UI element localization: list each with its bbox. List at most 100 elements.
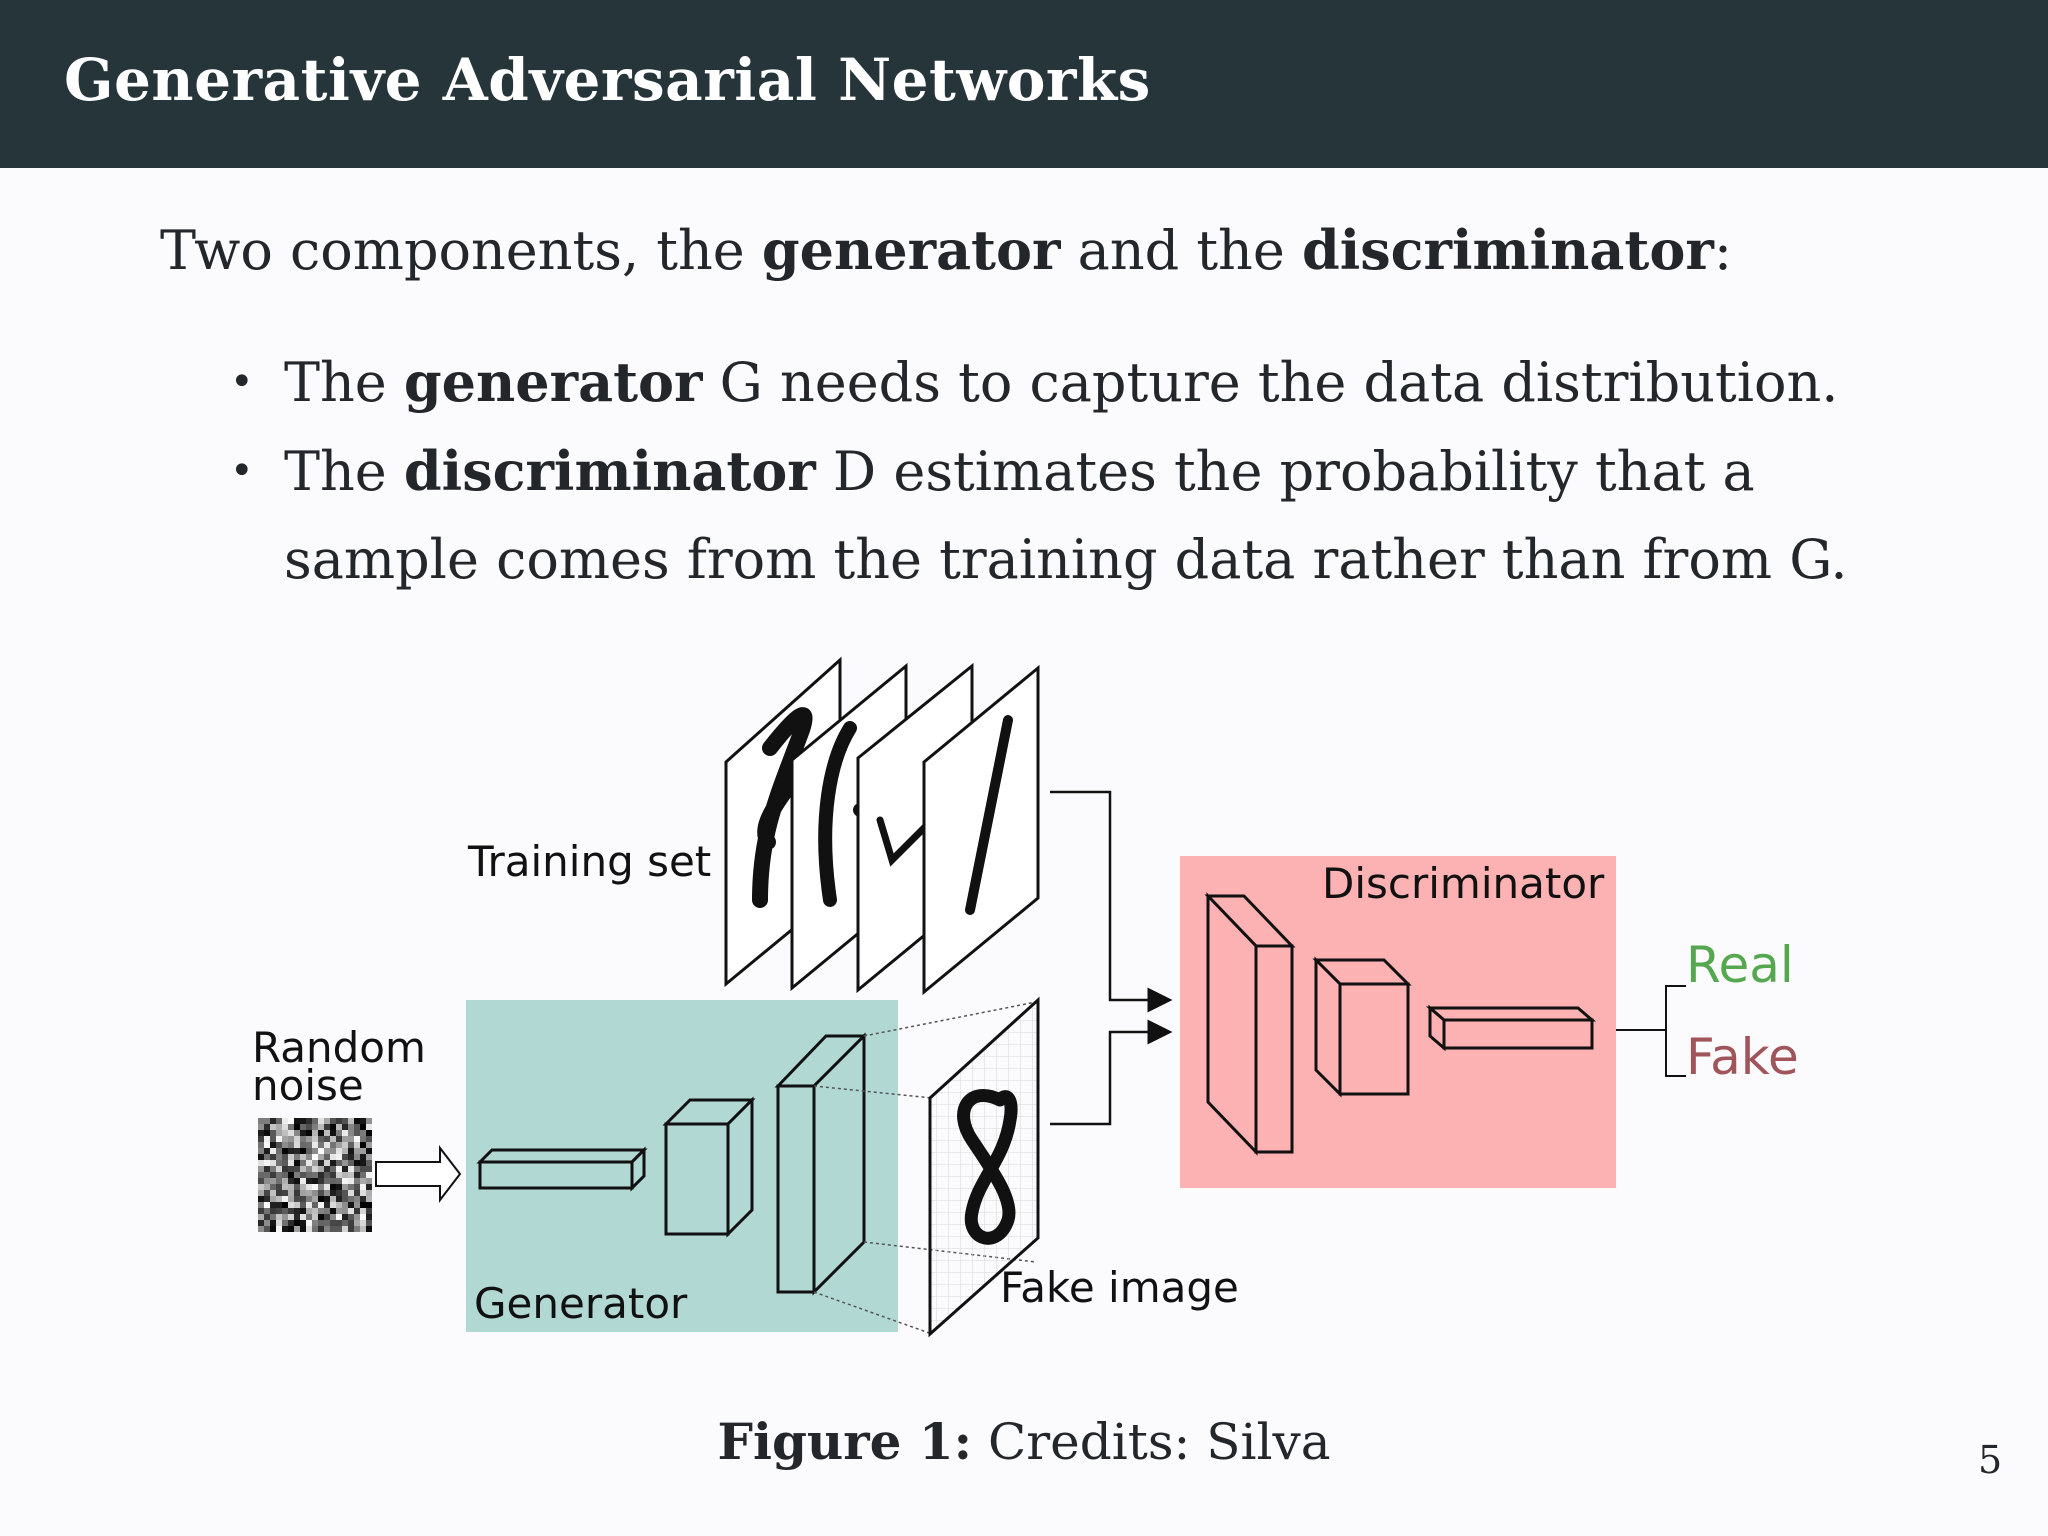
generator-layer-1: [476, 1146, 648, 1192]
intro-post: :: [1713, 219, 1733, 282]
noise-pixel: [342, 1136, 348, 1142]
noise-pixel: [342, 1226, 348, 1232]
noise-pixel: [258, 1208, 264, 1214]
noise-pixel: [360, 1118, 366, 1124]
noise-pixel: [354, 1142, 360, 1148]
noise-pixel: [366, 1172, 372, 1178]
noise-pixel: [324, 1202, 330, 1208]
fake-to-discriminator-arrow: [1050, 1019, 1173, 1126]
output-bracket: [1616, 985, 1686, 1077]
noise-pixel: [300, 1214, 306, 1220]
noise-pixel: [264, 1160, 270, 1166]
discriminator-layer-3: [1425, 1004, 1597, 1052]
noise-pixel: [264, 1208, 270, 1214]
noise-pixel: [336, 1160, 342, 1166]
bullet-text-post: D estimates the probability that a sampl…: [284, 440, 1848, 591]
noise-pixel: [258, 1118, 264, 1124]
discriminator-layer-2: [1312, 956, 1412, 1098]
noise-pixel: [264, 1136, 270, 1142]
noise-pixel: [318, 1166, 324, 1172]
noise-pixel: [318, 1124, 324, 1130]
noise-pixel: [330, 1220, 336, 1226]
noise-pixel: [360, 1166, 366, 1172]
bullet-text-post: G needs to capture the data distribution…: [702, 351, 1839, 414]
noise-pixel: [300, 1118, 306, 1124]
noise-pixel: [354, 1208, 360, 1214]
noise-pixel: [312, 1160, 318, 1166]
noise-pixel: [288, 1190, 294, 1196]
noise-pixel: [258, 1160, 264, 1166]
noise-pixel: [276, 1136, 282, 1142]
noise-pixel: [360, 1148, 366, 1154]
noise-pixel: [270, 1220, 276, 1226]
noise-pixel: [330, 1178, 336, 1184]
training-set-stack: [724, 656, 1040, 996]
discriminator-label: Discriminator: [1322, 859, 1605, 908]
noise-pixel: [366, 1130, 372, 1136]
intro-term-discriminator: discriminator: [1301, 218, 1714, 282]
noise-pixel: [360, 1214, 366, 1220]
noise-pixel: [258, 1172, 264, 1178]
noise-pixel: [276, 1118, 282, 1124]
noise-pixel: [330, 1136, 336, 1142]
noise-pixel: [360, 1196, 366, 1202]
noise-pixel: [330, 1154, 336, 1160]
noise-pixel: [324, 1118, 330, 1124]
noise-pixel: [300, 1226, 306, 1232]
noise-pixel: [270, 1196, 276, 1202]
noise-pixel: [282, 1166, 288, 1172]
noise-pixel: [318, 1130, 324, 1136]
noise-pixel: [342, 1178, 348, 1184]
noise-pixel: [258, 1184, 264, 1190]
noise-pixel: [258, 1178, 264, 1184]
noise-pixel: [306, 1172, 312, 1178]
noise-pixel: [342, 1160, 348, 1166]
noise-pixel: [318, 1178, 324, 1184]
noise-pixel: [348, 1226, 354, 1232]
noise-pixel: [282, 1136, 288, 1142]
bullet-dot: •: [230, 359, 254, 405]
noise-pixel: [336, 1184, 342, 1190]
noise-pixel: [294, 1208, 300, 1214]
noise-pixel: [300, 1166, 306, 1172]
noise-pixel: [348, 1214, 354, 1220]
noise-pixel: [360, 1142, 366, 1148]
noise-pixel: [288, 1196, 294, 1202]
noise-pixel: [258, 1142, 264, 1148]
noise-pixel: [288, 1202, 294, 1208]
noise-pixel: [312, 1190, 318, 1196]
noise-pixel: [354, 1202, 360, 1208]
noise-pixel: [306, 1154, 312, 1160]
noise-pixel: [264, 1118, 270, 1124]
fake-image-card: [928, 996, 1040, 1338]
bullet-dot: •: [230, 448, 254, 494]
noise-pixel: [294, 1142, 300, 1148]
fake-output-label: Fake: [1686, 1028, 1799, 1086]
noise-pixel: [336, 1202, 342, 1208]
noise-pixel: [270, 1202, 276, 1208]
noise-pixel: [330, 1148, 336, 1154]
slide-title: Generative Adversarial Networks: [64, 46, 1151, 114]
noise-pixel: [288, 1124, 294, 1130]
noise-pixel: [354, 1184, 360, 1190]
noise-pixel: [276, 1166, 282, 1172]
noise-pixel: [342, 1184, 348, 1190]
noise-pixel: [318, 1118, 324, 1124]
noise-pixel: [324, 1124, 330, 1130]
noise-pixel: [282, 1178, 288, 1184]
noise-pixel: [264, 1220, 270, 1226]
noise-pixel: [294, 1220, 300, 1226]
noise-pixel: [264, 1154, 270, 1160]
noise-pixel: [348, 1178, 354, 1184]
noise-pixel: [306, 1178, 312, 1184]
intro-mid: and the: [1060, 219, 1302, 282]
noise-pixel: [330, 1166, 336, 1172]
noise-pixel: [258, 1130, 264, 1136]
noise-pixel: [306, 1202, 312, 1208]
noise-pixel: [312, 1142, 318, 1148]
noise-pixel: [354, 1196, 360, 1202]
noise-pixel: [306, 1142, 312, 1148]
noise-pixel: [264, 1142, 270, 1148]
random-noise-image: [258, 1118, 372, 1232]
noise-pixel: [318, 1142, 324, 1148]
